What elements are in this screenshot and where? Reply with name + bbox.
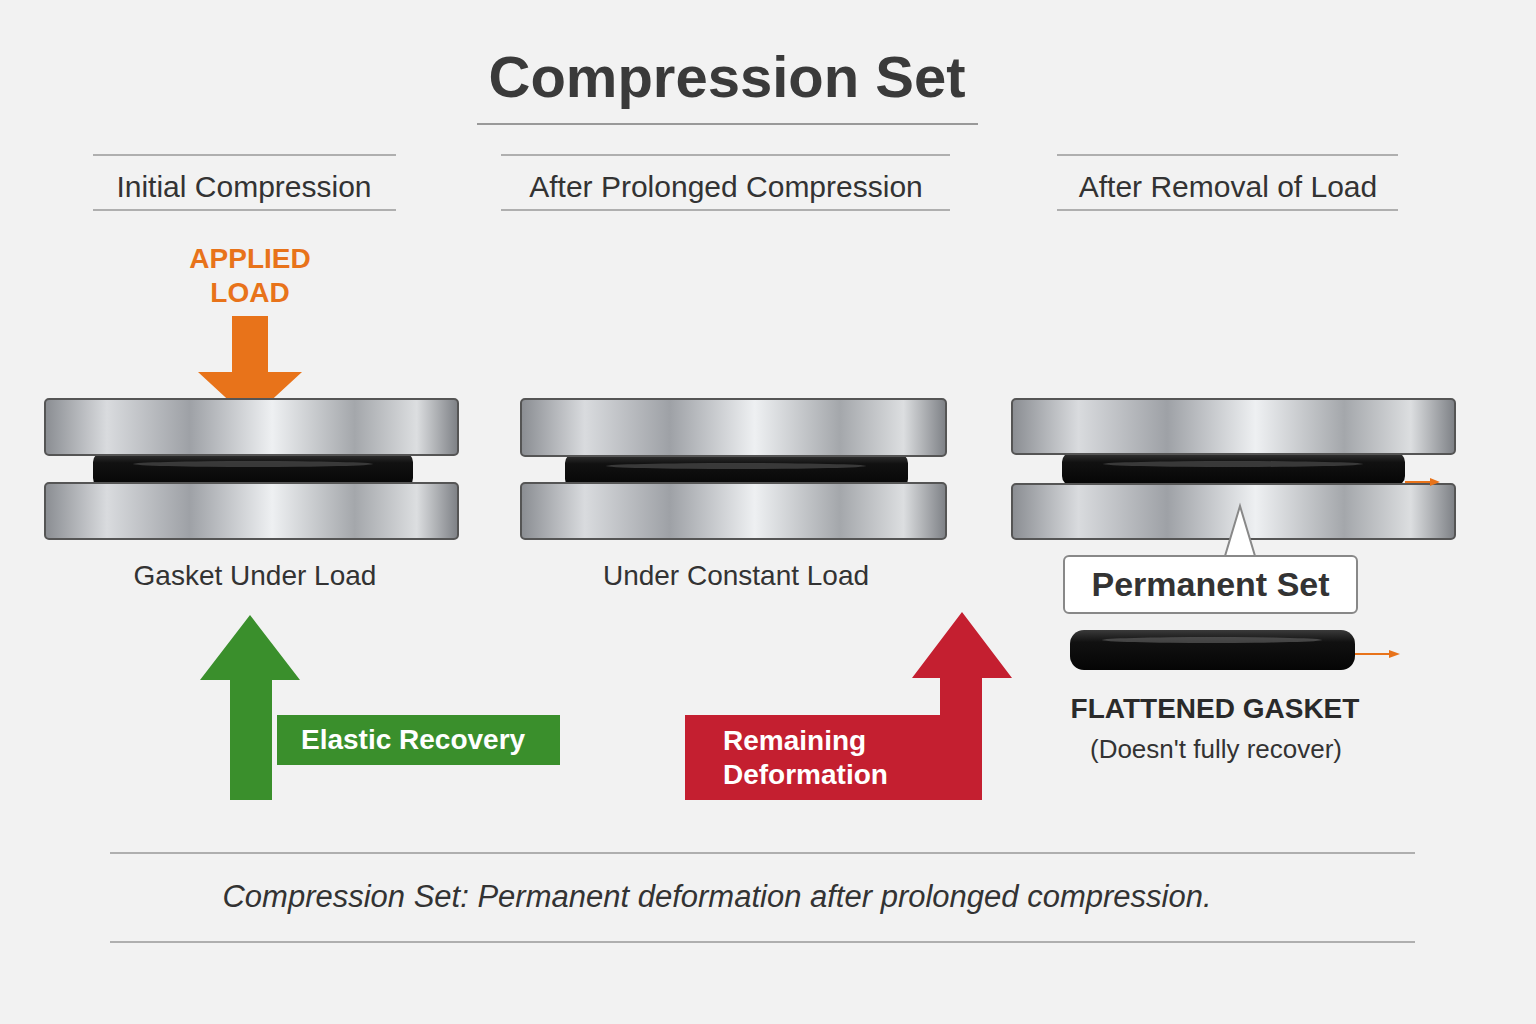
state-label: Under Constant Load: [603, 559, 869, 593]
flattened-gasket: [1070, 630, 1400, 670]
caption: Compression Set: Permanent deformation a…: [222, 879, 1211, 915]
title: Compression Set: [489, 43, 966, 110]
node-text: Permanent Set: [1091, 564, 1329, 605]
node-text: Remaining Deformation: [723, 724, 913, 791]
press-initial: [45, 399, 458, 539]
deformation-band: Remaining Deformation: [685, 715, 955, 800]
rule: [477, 123, 978, 125]
recovery-arrow: [200, 615, 300, 800]
callout-pointer: [1225, 506, 1255, 556]
load-label: APPLIED LOAD: [175, 242, 325, 309]
state-label: Gasket Under Load: [134, 559, 377, 593]
node-text: Elastic Recovery: [301, 723, 525, 757]
callout-box: Permanent Set: [1063, 555, 1358, 614]
column-header: Initial Compression: [116, 169, 371, 205]
note: (Doesn't fully recover): [1090, 734, 1342, 765]
header-rules: [93, 155, 1398, 210]
recovery-band: Elastic Recovery: [277, 715, 560, 765]
column-header: After Prolonged Compression: [529, 169, 923, 205]
column-header: After Removal of Load: [1079, 169, 1378, 205]
rule: [110, 852, 1415, 854]
press-prolonged: [521, 399, 946, 539]
press-removed: [1012, 399, 1455, 539]
rule: [110, 941, 1415, 943]
gasket-label: FLATTENED GASKET: [1071, 692, 1360, 726]
